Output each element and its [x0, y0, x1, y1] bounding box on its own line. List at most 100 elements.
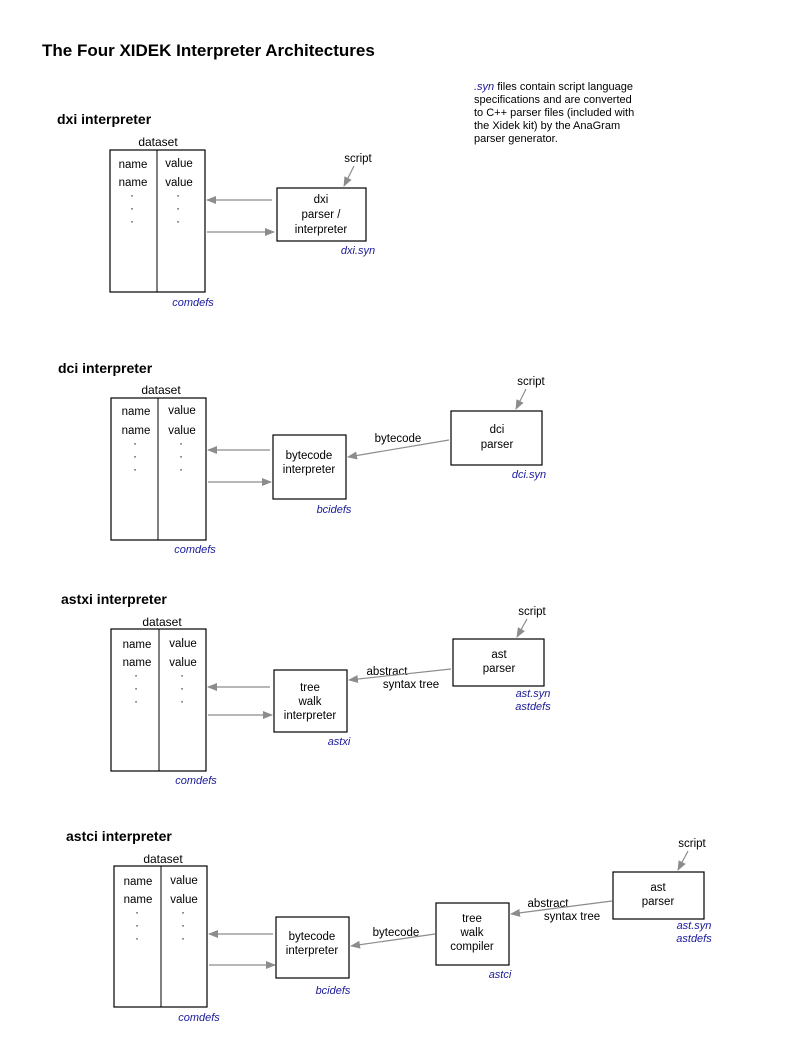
- svg-text:interpreter: interpreter: [283, 464, 336, 476]
- svg-text:·: ·: [181, 907, 185, 919]
- svg-text:·: ·: [179, 451, 183, 463]
- parser-box-astxi: ast parser ast.syn astdefs: [452, 638, 551, 713]
- svg-text:·: ·: [135, 907, 139, 919]
- svg-text:·: ·: [176, 203, 180, 215]
- compiler-box-astci: tree walk compiler astci: [435, 902, 512, 981]
- svg-text:script: script: [518, 606, 546, 618]
- svg-text:·: ·: [133, 451, 137, 463]
- svg-text:astci: astci: [489, 969, 512, 981]
- dataset-label: dataset: [138, 135, 178, 149]
- svg-text:·: ·: [134, 670, 138, 682]
- svg-text:walk: walk: [297, 696, 321, 708]
- svg-text:name: name: [122, 425, 151, 437]
- interpreter-box-dci: bytecode interpreter bcidefs: [272, 434, 352, 516]
- svg-text:syntax tree: syntax tree: [544, 911, 600, 923]
- svg-text:·: ·: [180, 696, 184, 708]
- svg-text:value: value: [169, 657, 197, 669]
- svg-text:bytecode: bytecode: [286, 450, 333, 462]
- svg-text:·: ·: [130, 190, 134, 202]
- svg-text:·: ·: [133, 464, 137, 476]
- svg-text:syntax tree: syntax tree: [383, 679, 439, 691]
- parser-box-astci: ast parser ast.syn astdefs: [612, 871, 712, 945]
- syn-note: .syn files contain script language speci…: [474, 81, 634, 145]
- svg-text:·: ·: [134, 696, 138, 708]
- svg-text:parser /: parser /: [302, 209, 342, 221]
- dataset-table-dxi: dataset name value name value · · · · · …: [109, 135, 214, 309]
- svg-text:script: script: [517, 376, 545, 388]
- section-dxi: dxi interpreter dataset name value name …: [57, 111, 375, 309]
- section-heading-dxi: dxi interpreter: [57, 111, 152, 127]
- svg-text:astxi: astxi: [328, 736, 351, 748]
- svg-text:dataset: dataset: [142, 615, 182, 629]
- dataset-col-value: value: [165, 158, 193, 170]
- svg-text:value: value: [169, 638, 197, 650]
- svg-text:interpreter: interpreter: [284, 710, 337, 722]
- interpreter-box-astxi: tree walk interpreter astxi: [273, 669, 351, 748]
- page-title: The Four XIDEK Interpreter Architectures: [42, 41, 375, 60]
- svg-text:·: ·: [130, 216, 134, 228]
- svg-text:bytecode: bytecode: [289, 931, 336, 943]
- svg-text:parser: parser: [481, 439, 514, 451]
- svg-text:interpreter: interpreter: [295, 224, 348, 236]
- svg-text:·: ·: [135, 933, 139, 945]
- svg-text:·: ·: [130, 203, 134, 215]
- parser-box-dxi: dxi parser / interpreter dxi.syn: [276, 187, 375, 257]
- svg-text:·: ·: [179, 464, 183, 476]
- svg-text:·: ·: [176, 216, 180, 228]
- svg-text:tree: tree: [300, 682, 320, 694]
- svg-text:dci: dci: [490, 424, 505, 436]
- dataset-col-name: name: [119, 159, 148, 171]
- svg-text:astdefs: astdefs: [515, 701, 551, 713]
- svg-text:dataset: dataset: [141, 383, 181, 397]
- svg-text:dataset: dataset: [143, 852, 183, 866]
- svg-text:dci.syn: dci.syn: [512, 469, 546, 481]
- note-line-5: parser generator.: [474, 133, 558, 145]
- svg-text:interpreter: interpreter: [286, 945, 339, 957]
- link-label-bytecode: bytecode: [375, 433, 422, 445]
- dataset-row-name: name: [119, 177, 148, 189]
- svg-text:astdefs: astdefs: [676, 933, 712, 945]
- svg-text:·: ·: [179, 438, 183, 450]
- note-line-4: the Xidek kit) by the AnaGram: [474, 120, 620, 132]
- parser-ref: dxi.syn: [341, 245, 375, 257]
- section-dci: dci interpreter dataset name value name …: [58, 360, 546, 556]
- svg-text:·: ·: [176, 190, 180, 202]
- svg-text:name: name: [123, 657, 152, 669]
- section-astci: astci interpreter dataset name value nam…: [66, 828, 712, 1024]
- svg-text:name: name: [122, 406, 151, 418]
- svg-text:bcidefs: bcidefs: [317, 504, 352, 516]
- svg-text:tree: tree: [462, 913, 482, 925]
- interpreter-box-astci: bytecode interpreter bcidefs: [275, 916, 351, 997]
- section-heading-astci: astci interpreter: [66, 828, 172, 844]
- svg-text:value: value: [170, 894, 198, 906]
- svg-text:dxi: dxi: [314, 194, 329, 206]
- note-line-3: to C++ parser files (included with: [474, 107, 634, 119]
- note-syn-word: .syn: [474, 81, 494, 93]
- note-line-2: specifications and are converted: [474, 94, 632, 106]
- svg-text:script: script: [678, 838, 706, 850]
- svg-text:comdefs: comdefs: [175, 775, 217, 787]
- svg-text:bytecode: bytecode: [373, 927, 420, 939]
- svg-text:name: name: [124, 876, 153, 888]
- svg-text:parser: parser: [642, 896, 675, 908]
- svg-text:parser: parser: [483, 663, 516, 675]
- section-heading-astxi: astxi interpreter: [61, 591, 167, 607]
- parser-box-dci: dci parser dci.syn: [450, 410, 546, 481]
- svg-text:·: ·: [181, 920, 185, 932]
- svg-text:abstract: abstract: [528, 898, 570, 910]
- svg-text:name: name: [123, 639, 152, 651]
- dataset-table-astxi: dataset name value name value · · · · · …: [110, 615, 217, 787]
- svg-text:·: ·: [135, 920, 139, 932]
- svg-text:ast: ast: [650, 882, 666, 894]
- svg-text:compiler: compiler: [450, 941, 494, 953]
- dataset-table-dci: dataset name value name value · · · · · …: [110, 383, 216, 556]
- svg-text:·: ·: [180, 670, 184, 682]
- svg-text:·: ·: [134, 683, 138, 695]
- script-arrow: [343, 165, 355, 187]
- svg-text:ast.syn: ast.syn: [677, 920, 712, 932]
- svg-text:bcidefs: bcidefs: [316, 985, 351, 997]
- svg-text:comdefs: comdefs: [174, 544, 216, 556]
- svg-text:walk: walk: [459, 927, 483, 939]
- note-line-1-rest: files contain script language: [494, 81, 633, 93]
